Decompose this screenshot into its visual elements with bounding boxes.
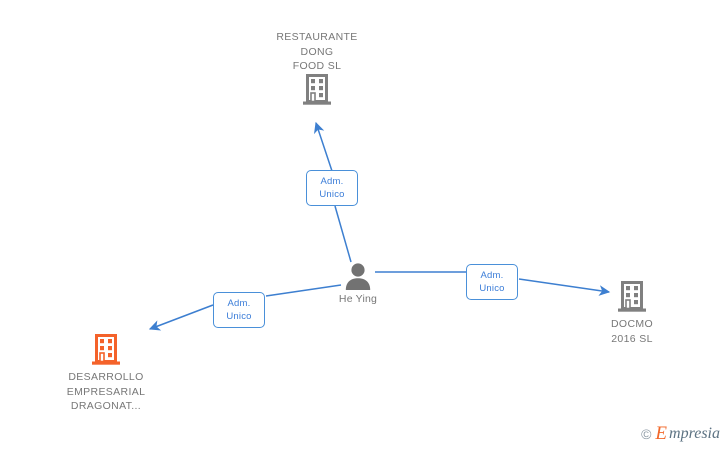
edge-label-adm-unico-desarrollo[interactable]: Adm. Unico: [213, 292, 265, 328]
node-restaurante-dong-food[interactable]: RESTAURANTE DONG FOOD SL: [247, 30, 387, 106]
node-label-docmo-2016: DOCMO 2016 SL: [611, 318, 653, 345]
brand-name: mpresia: [669, 424, 720, 442]
edge-label-line-2: Unico: [226, 311, 252, 322]
node-label-restaurante-dong-food: RESTAURANTE DONG FOOD SL: [276, 31, 358, 72]
building-icon: [92, 334, 120, 365]
edge-he-ying-to-desarrollo: [148, 284, 342, 331]
node-desarrollo-empresarial-dragonat[interactable]: DESARROLLO EMPRESARIAL DRAGONAT...: [36, 334, 176, 414]
edge-label-adm-unico-docmo[interactable]: Adm. Unico: [466, 264, 518, 300]
building-icon: [618, 281, 646, 312]
node-label-he-ying: He Ying: [338, 293, 378, 305]
empresia-watermark: © E mpresia: [641, 424, 720, 443]
building-icon: [303, 73, 331, 105]
node-label-desarrollo-empresarial-dragonat: DESARROLLO EMPRESARIAL DRAGONAT...: [66, 371, 146, 412]
edge-he-ying-to-restaurante: [314, 121, 352, 263]
brand-initial: E: [655, 423, 668, 444]
edge-label-line-1: Adm.: [480, 270, 504, 281]
node-he-ying[interactable]: He Ying: [308, 262, 408, 307]
edge-he-ying-to-docmo: [375, 271, 611, 296]
edge-label-line-1: Adm.: [227, 298, 251, 309]
person-icon: [345, 263, 371, 290]
edge-label-line-2: Unico: [319, 189, 345, 200]
edge-label-line-2: Unico: [479, 283, 505, 294]
copyright-icon: ©: [641, 425, 652, 442]
edge-label-adm-unico-restaurante[interactable]: Adm. Unico: [306, 170, 358, 206]
edge-label-line-1: Adm.: [320, 176, 344, 187]
node-docmo-2016[interactable]: DOCMO 2016 SL: [572, 281, 692, 346]
